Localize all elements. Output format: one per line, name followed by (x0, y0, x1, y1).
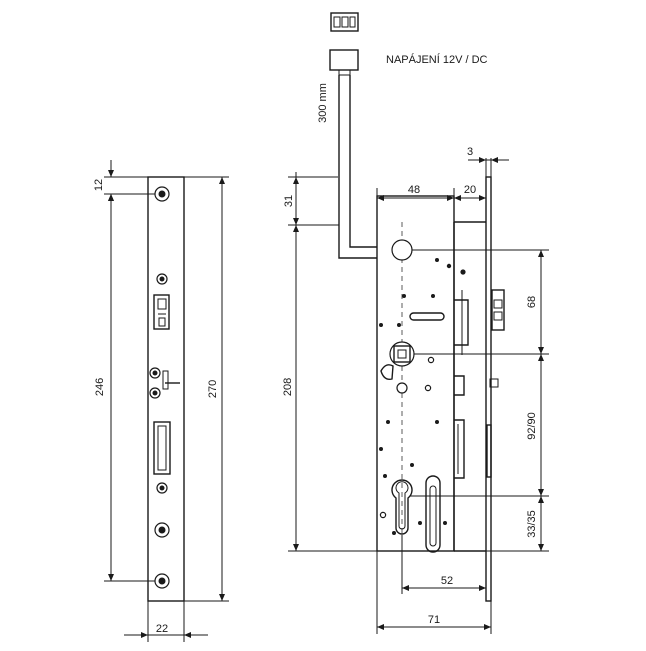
dim-side-31: 31 (283, 172, 339, 232)
dim-front-top-label: 12 (93, 179, 105, 191)
dim-side-52: 52 (401, 535, 487, 601)
dim-side-right: 68 92/90 33/35 (410, 249, 549, 552)
dim-front-height: 246 (94, 194, 155, 582)
aux-latch (454, 375, 499, 396)
faceplate-bolt-window (153, 421, 171, 475)
dim-front-width: 22 (124, 601, 208, 642)
dim-side-3-label: 3 (467, 146, 473, 158)
lever-part (380, 364, 394, 381)
cable-length-label: 300 mm (317, 83, 329, 123)
dim-side-3335-label: 33/35 (526, 510, 538, 538)
dim-front-total: 270 (184, 176, 229, 602)
faceplate-screw-top (154, 186, 170, 202)
secondary-hole (396, 382, 408, 394)
dim-front-width-label: 22 (156, 623, 168, 635)
dim-front-height-label: 246 (94, 378, 106, 396)
power-label: NAPÁJENÍ 12V / DC (386, 53, 488, 66)
faceplate-latch-window (153, 294, 170, 330)
cylinder-cutout (391, 479, 413, 535)
top-mount-hole (391, 239, 413, 261)
dim-front-total-label: 270 (207, 380, 219, 398)
faceplate-screw-latch (156, 273, 168, 285)
faceplate-screw-middle (149, 367, 161, 399)
small-rivets (379, 258, 466, 535)
faceplate-screw-bottom (154, 482, 170, 589)
main-bolt (454, 419, 492, 479)
dim-side-52-label: 52 (441, 575, 453, 587)
dim-side-20-label: 20 (464, 184, 476, 196)
front-view: 12 246 270 22 (93, 160, 229, 642)
lock-case (376, 195, 455, 552)
dim-side-68-label: 68 (526, 296, 538, 308)
bottom-slot (425, 475, 441, 553)
side-faceplate (485, 176, 492, 602)
faceplate-trigger (162, 370, 180, 390)
internal-slot (409, 312, 445, 321)
dim-front-top: 12 (93, 160, 155, 206)
power-cable (338, 75, 377, 259)
side-view: NAPÁJENÍ 12V / DC 300 mm (282, 12, 549, 634)
dim-side-208: 208 (282, 225, 377, 552)
dim-side-31-label: 31 (283, 195, 295, 207)
faceplate-outline (147, 176, 185, 602)
handle-follower (389, 341, 415, 367)
dim-side-48-label: 48 (408, 184, 420, 196)
dim-side-9290-label: 92/90 (526, 412, 538, 440)
dim-side-71: 71 (376, 551, 492, 634)
latch-mechanism (454, 289, 505, 355)
power-connector (329, 12, 359, 76)
dim-side-3: 3 (467, 146, 509, 177)
dim-side-48-20: 48 20 (376, 184, 487, 222)
dim-side-71-label: 71 (428, 614, 440, 626)
dim-side-208-label: 208 (282, 378, 294, 396)
